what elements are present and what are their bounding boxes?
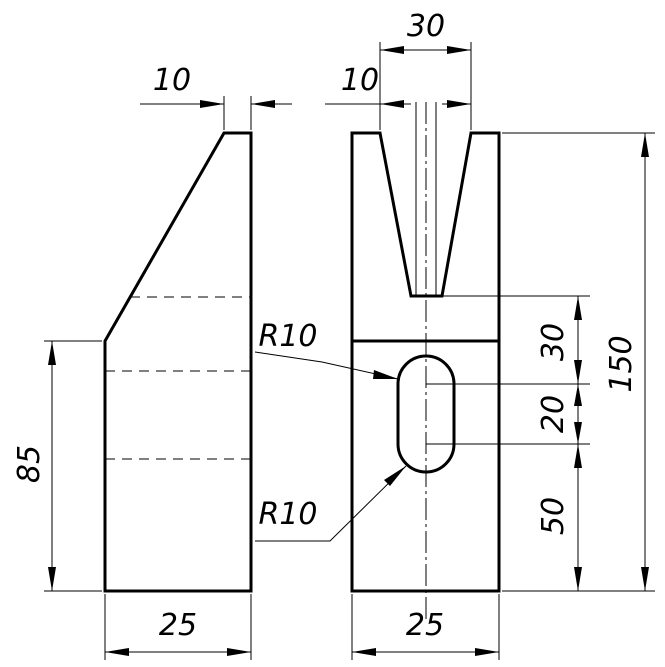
dimension-label: 25 bbox=[159, 608, 197, 643]
dimension-label: 10 bbox=[341, 63, 379, 98]
dimension-label: 30 bbox=[407, 9, 445, 44]
dimension-height: 85 bbox=[12, 340, 102, 592]
dimension-top-offset: 10 bbox=[140, 63, 292, 130]
radius-leader-upper: R10 bbox=[254, 319, 399, 380]
dimension-total-height: 150 bbox=[604, 133, 649, 591]
arrowhead bbox=[352, 648, 376, 656]
dimension-slot-top: 30 bbox=[379, 9, 472, 130]
arrowhead bbox=[574, 384, 582, 406]
side-view-outline bbox=[103, 131, 253, 593]
dimension-upper: 30 bbox=[536, 296, 582, 384]
dimension-label: 30 bbox=[536, 323, 571, 361]
radius-label: R10 bbox=[258, 497, 317, 532]
dimension-label: 20 bbox=[536, 395, 571, 433]
arrowhead bbox=[574, 444, 582, 468]
side-view: 10 85 25 bbox=[12, 63, 292, 660]
arrowhead bbox=[105, 648, 129, 656]
arrowhead bbox=[447, 100, 471, 108]
arrowhead bbox=[574, 296, 582, 320]
arrowhead bbox=[48, 341, 56, 365]
arrowhead bbox=[380, 46, 404, 54]
radius-label: R10 bbox=[258, 319, 317, 354]
dimension-label: 25 bbox=[406, 608, 444, 643]
arrowhead bbox=[227, 648, 251, 656]
arrowhead bbox=[574, 567, 582, 591]
arrowhead bbox=[475, 648, 499, 656]
arrowhead bbox=[200, 100, 224, 108]
arrowhead bbox=[373, 370, 398, 379]
dimension-lower: 50 bbox=[536, 444, 582, 591]
dimension-label: 85 bbox=[12, 445, 47, 483]
dimension-middle: 20 bbox=[536, 384, 582, 444]
leader-line bbox=[255, 465, 407, 542]
arrowhead bbox=[251, 100, 275, 108]
dimension-label: 50 bbox=[536, 497, 571, 535]
arrowhead bbox=[48, 567, 56, 591]
leader-line bbox=[254, 351, 399, 380]
arrowhead bbox=[641, 567, 649, 591]
arrowhead bbox=[641, 133, 649, 157]
dimension-label: 10 bbox=[153, 63, 191, 98]
dimension-front-width: 25 bbox=[351, 594, 500, 660]
radius-leader-lower: R10 bbox=[255, 465, 407, 542]
arrowhead bbox=[384, 466, 406, 486]
dimension-width: 25 bbox=[104, 594, 252, 660]
dimension-label: 150 bbox=[604, 335, 639, 392]
arrowhead bbox=[574, 360, 582, 384]
front-view: 30 10 30 20 bbox=[254, 9, 655, 660]
dimension-slot-offset: 10 bbox=[325, 63, 471, 108]
arrowhead bbox=[574, 422, 582, 444]
arrowhead bbox=[447, 46, 471, 54]
arrowhead bbox=[380, 100, 404, 108]
